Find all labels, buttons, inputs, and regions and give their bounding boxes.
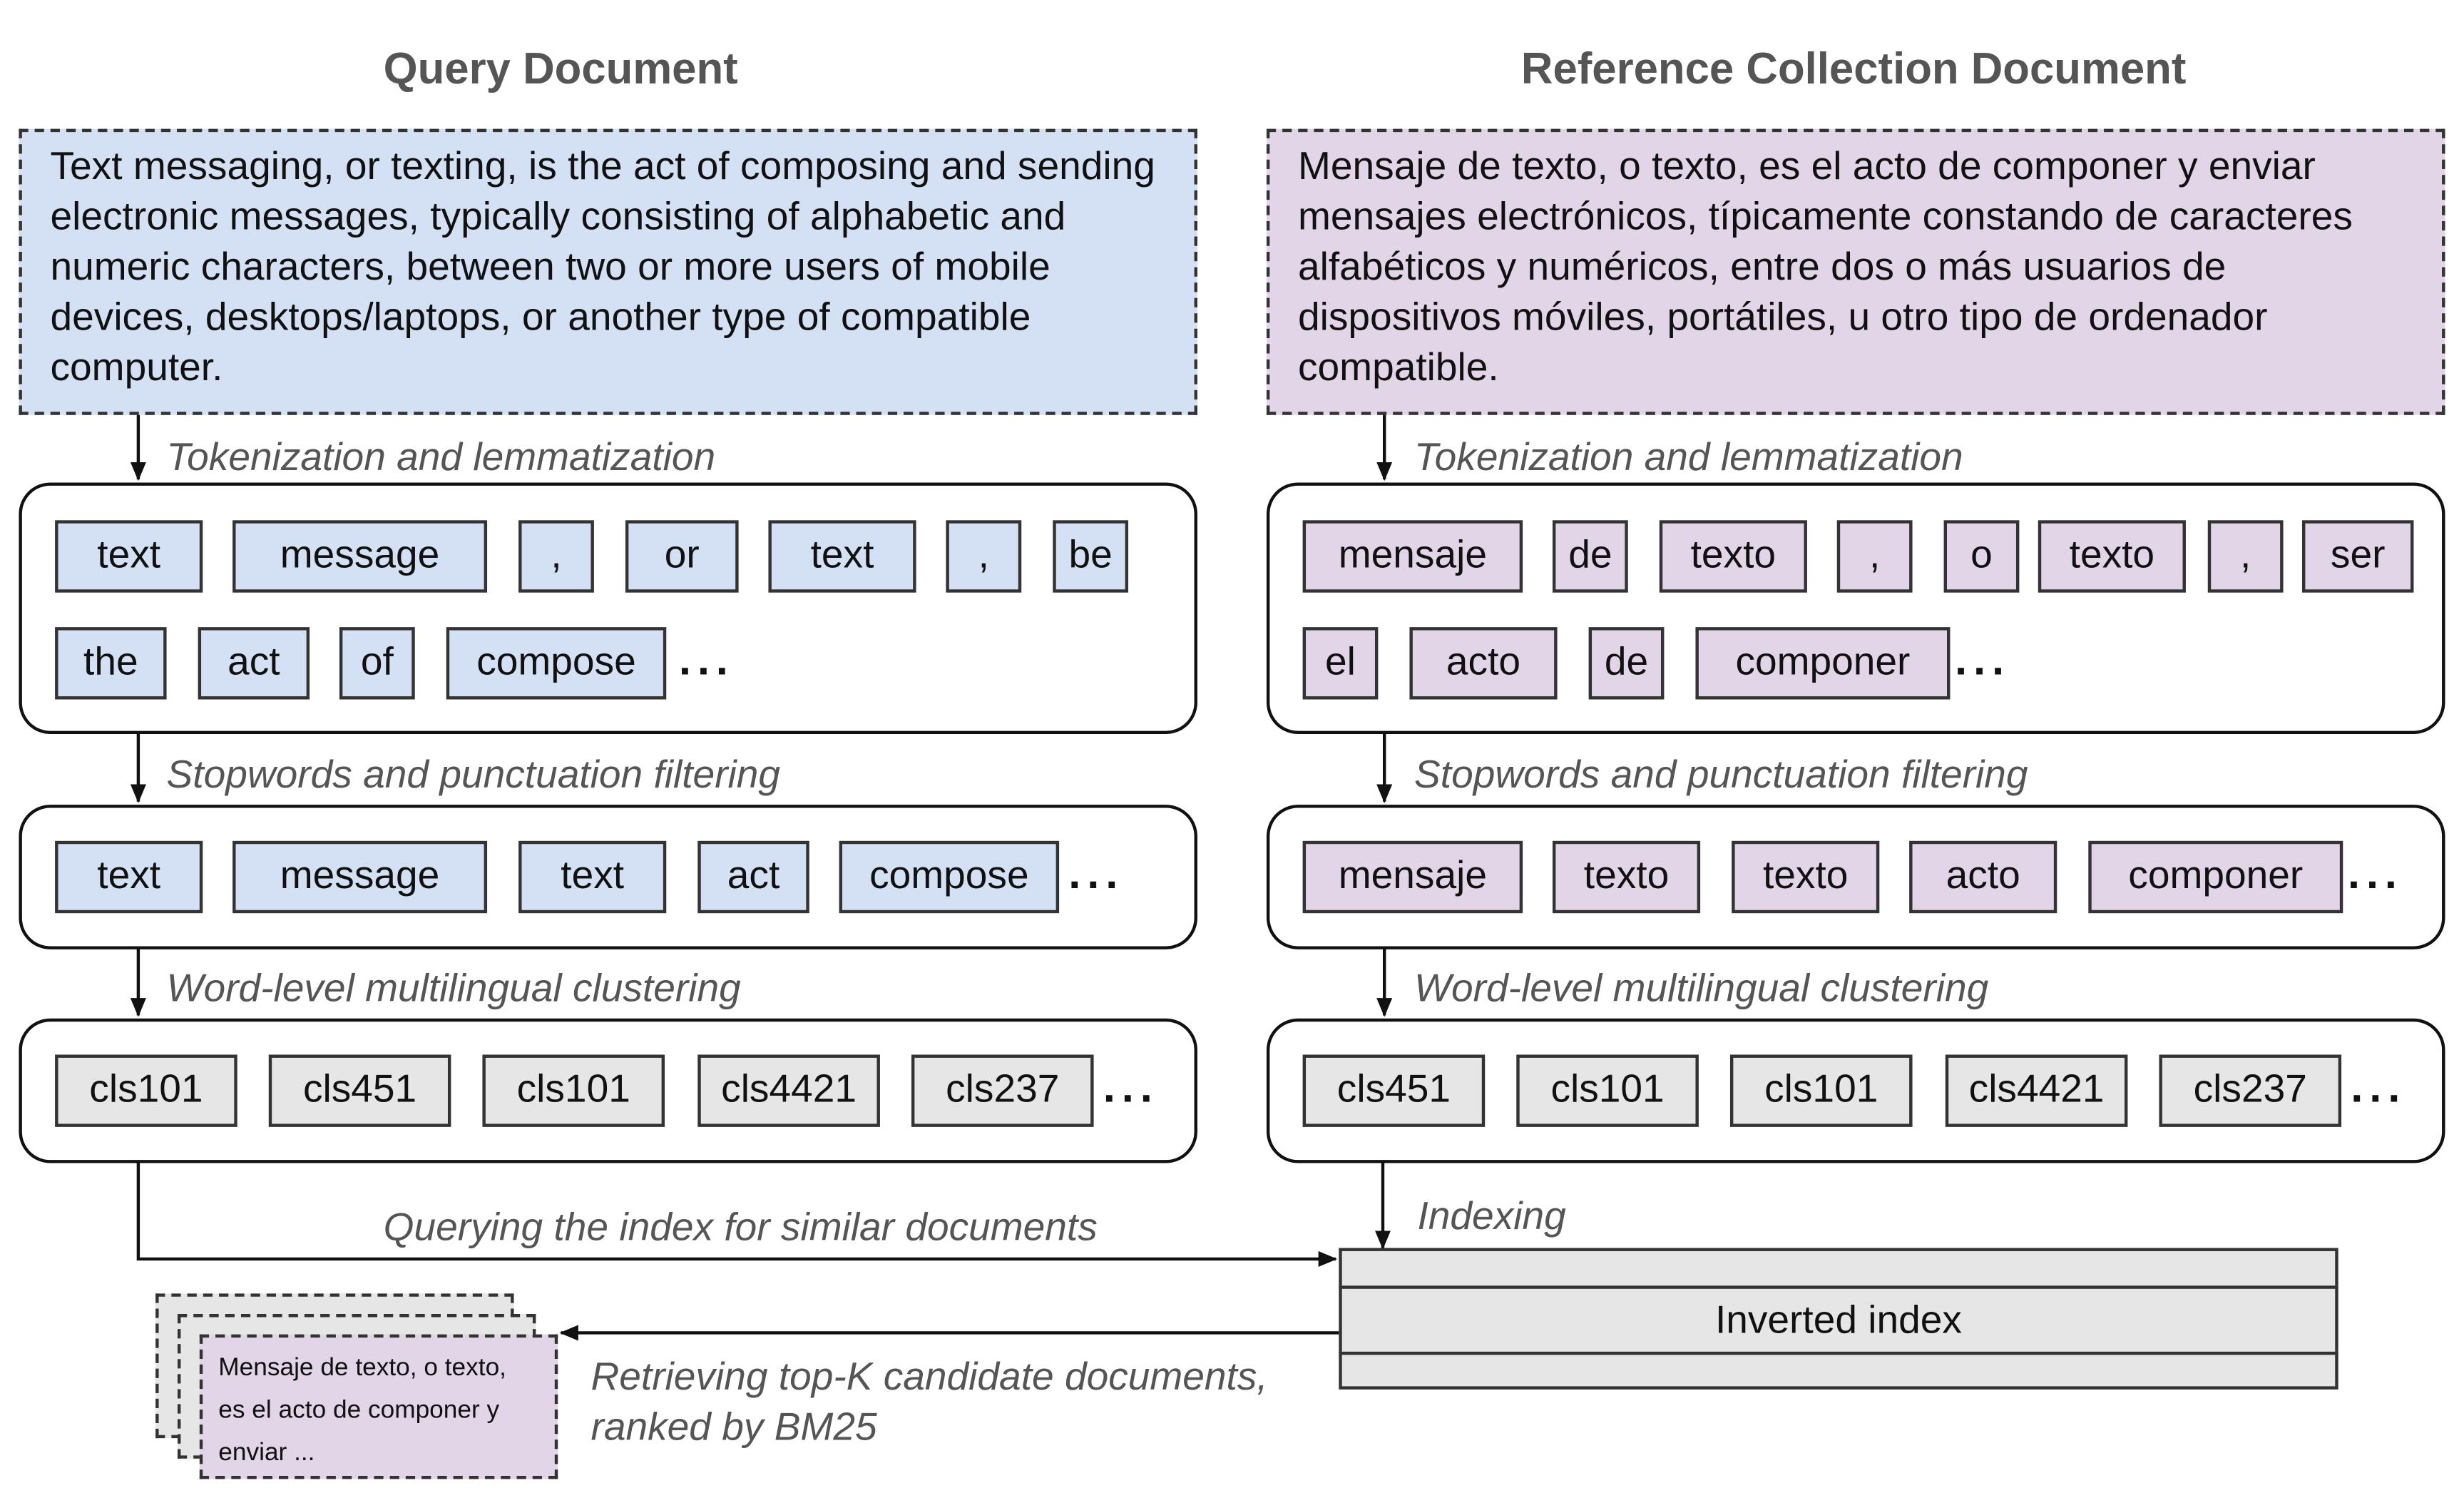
query-token: be — [1053, 520, 1129, 593]
query-document-text: Text messaging, or texting, is the act o… — [19, 128, 1197, 415]
query-token: text — [768, 520, 916, 593]
inverted-index-top-row — [1339, 1248, 2338, 1289]
indexing-label: Indexing — [1417, 1194, 1566, 1239]
reference-token: , — [1836, 520, 1913, 593]
ellipsis: ... — [1103, 1062, 1159, 1111]
reference-cluster-token: cls101 — [1516, 1054, 1699, 1127]
reference-document-text: Mensaje de texto, o texto, es el acto de… — [1266, 128, 2445, 415]
querying-arrow — [136, 1161, 1338, 1267]
query-token: , — [946, 520, 1022, 593]
query-token: the — [55, 627, 167, 700]
ref-step-tokenization: Tokenization and lemmatization — [1414, 435, 1963, 480]
reference-cluster-token: cls451 — [1302, 1054, 1486, 1127]
reference-token: , — [2207, 520, 2284, 593]
ref-step-filtering: Stopwords and punctuation filtering — [1414, 753, 2028, 798]
query-cluster-token: cls101 — [55, 1054, 237, 1127]
query-step-clustering: Word-level multilingual clustering — [166, 967, 741, 1011]
query-token: of — [339, 627, 415, 700]
query-filtered-token: message — [232, 840, 488, 914]
querying-label: Querying the index for similar documents — [383, 1206, 1098, 1250]
query-token: or — [625, 520, 739, 593]
ellipsis: ... — [2351, 1062, 2407, 1111]
reference-token: componer — [1695, 627, 1951, 700]
reference-filtered-token: texto — [1732, 840, 1880, 914]
retrieving-label-line1: Retrieving top-K candidate documents, — [591, 1355, 1268, 1400]
reference-token: de — [1552, 520, 1628, 593]
query-filtered-token: act — [697, 840, 809, 914]
reference-tokenized-box: mensaje de texto , o texto , ser el acto… — [1266, 482, 2445, 734]
query-cluster-token: cls237 — [911, 1054, 1094, 1127]
ellipsis: ... — [2347, 848, 2403, 898]
ellipsis: ... — [1955, 635, 2010, 684]
reference-token: mensaje — [1302, 520, 1523, 593]
query-step-filtering: Stopwords and punctuation filtering — [166, 753, 781, 798]
query-filtered-token: text — [55, 840, 203, 914]
query-token: text — [55, 520, 203, 593]
candidate-doc-line: enviar ... — [218, 1440, 315, 1467]
reference-token: de — [1588, 627, 1665, 700]
candidate-doc-line: Mensaje de texto, o texto, — [218, 1355, 506, 1382]
candidate-document: Mensaje de texto, o texto, es el acto de… — [199, 1334, 558, 1479]
reference-cluster-token: cls237 — [2159, 1054, 2342, 1127]
reference-cluster-token: cls101 — [1729, 1054, 1913, 1127]
retrieving-label-line2: ranked by BM25 — [591, 1405, 877, 1449]
ellipsis: ... — [678, 635, 735, 684]
query-token: act — [198, 627, 310, 700]
reference-filtered-token: acto — [1909, 840, 2057, 914]
reference-token: texto — [2038, 520, 2186, 593]
inverted-index-label: Inverted index — [1714, 1297, 1962, 1342]
reference-filtered-token: texto — [1552, 840, 1701, 914]
reference-token: acto — [1409, 627, 1558, 700]
query-token: message — [232, 520, 488, 593]
reference-token: el — [1302, 627, 1379, 700]
reference-cluster-box: cls451 cls101 cls101 cls4421 cls237 ... — [1266, 1018, 2445, 1163]
reference-filtered-box: mensaje texto texto acto componer ... — [1266, 805, 2445, 949]
inverted-index: Inverted index — [1339, 1285, 2338, 1355]
reference-token: texto — [1659, 520, 1807, 593]
reference-token: o — [1943, 520, 2020, 593]
query-cluster-token: cls451 — [268, 1054, 451, 1127]
query-filtered-token: compose — [839, 840, 1060, 914]
query-cluster-token: cls4421 — [697, 1054, 880, 1127]
reference-token: ser — [2301, 520, 2414, 593]
reference-cluster-token: cls4421 — [1945, 1054, 2128, 1127]
ref-step-clustering: Word-level multilingual clustering — [1414, 967, 1989, 1011]
inverted-index-bottom-row — [1339, 1351, 2338, 1390]
ellipsis: ... — [1068, 848, 1125, 898]
query-cluster-box: cls101 cls451 cls101 cls4421 cls237 ... — [19, 1018, 1197, 1163]
query-tokenized-box: text message , or text , be the act of c… — [19, 482, 1197, 734]
reference-document-title: Reference Collection Document — [1520, 44, 2187, 93]
query-filtered-token: text — [518, 840, 667, 914]
query-filtered-box: text message text act compose ... — [19, 805, 1197, 949]
reference-filtered-token: componer — [2088, 840, 2343, 914]
candidate-doc-line: es el acto de componer y — [218, 1397, 500, 1425]
reference-filtered-token: mensaje — [1302, 840, 1523, 914]
query-cluster-token: cls101 — [482, 1054, 665, 1127]
query-step-tokenization: Tokenization and lemmatization — [166, 435, 716, 480]
query-document-title: Query Document — [383, 44, 738, 93]
query-token: , — [518, 520, 594, 593]
query-token: compose — [446, 627, 667, 700]
